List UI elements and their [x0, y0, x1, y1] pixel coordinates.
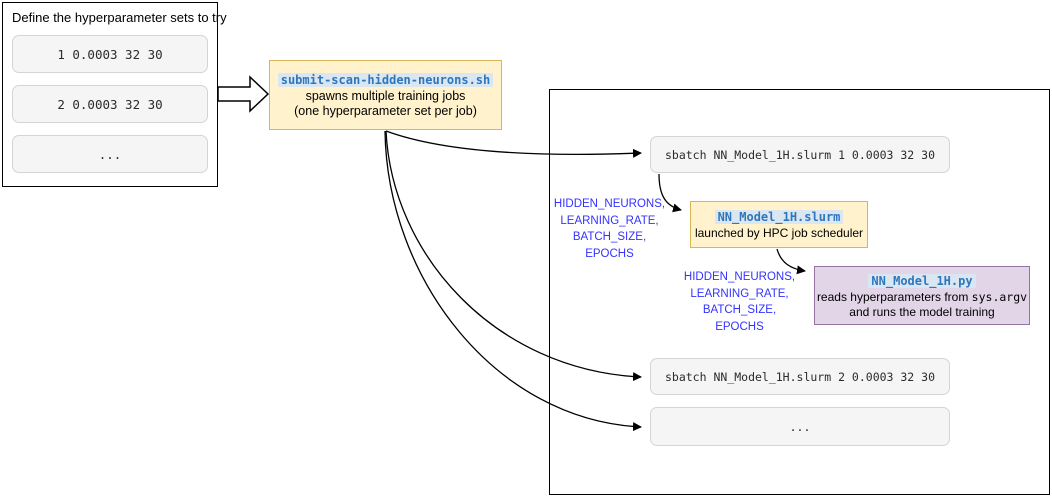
- python-script-description-line2: and runs the model training: [849, 304, 995, 319]
- hyperparameter-set-more: ...: [12, 135, 208, 173]
- param-label-2-line1: HIDDEN_NEURONS,: [683, 271, 796, 283]
- python-script-node: NN_Model_1H.py reads hyperparameters fro…: [814, 266, 1030, 325]
- sbatch-command-more: ...: [650, 407, 950, 446]
- hyperparameter-set-1: 1 0.0003 32 30: [12, 35, 208, 73]
- flow-block-arrow: [217, 75, 270, 113]
- param-label-1-line3: BATCH_SIZE,: [572, 231, 647, 243]
- param-label-1-line4: EPOCHS: [585, 247, 634, 260]
- sbatch-command-1: sbatch NN_Model_1H.slurm 1 0.0003 32 30: [650, 136, 950, 173]
- python-script-filename: NN_Model_1H.py: [868, 272, 976, 290]
- python-script-description-line1: reads hyperparameters from sys.argv: [817, 290, 1027, 305]
- param-label-2-line2: LEARNING_RATE,: [690, 287, 789, 300]
- slurm-script-node: NN_Model_1H.slurm launched by HPC job sc…: [690, 201, 868, 248]
- hyperparameter-set-2: 2 0.0003 32 30: [12, 85, 208, 123]
- param-label-1-line1: HIDDEN_NEURONS,: [553, 198, 666, 210]
- submit-script-node: submit-scan-hidden-neurons.sh spawns mul…: [269, 60, 502, 130]
- slurm-script-filename: NN_Model_1H.slurm: [714, 208, 844, 226]
- sbatch-command-2: sbatch NN_Model_1H.slurm 2 0.0003 32 30: [650, 358, 950, 395]
- python-script-filename-code: NN_Model_1H.py: [868, 273, 976, 288]
- param-label-2-line3: BATCH_SIZE,: [702, 304, 777, 316]
- param-label-block-1: HIDDEN_NEURONS, LEARNING_RATE, BATCH_SIZ…: [552, 196, 667, 262]
- submit-script-filename: submit-scan-hidden-neurons.sh: [277, 71, 494, 89]
- slurm-script-filename-code: NN_Model_1H.slurm: [714, 210, 844, 224]
- submit-script-description-line2: (one hyperparameter set per job): [294, 104, 477, 118]
- hyperparameter-panel: Define the hyperparameter sets to try 1 …: [2, 2, 227, 187]
- param-label-1-line2: LEARNING_RATE,: [560, 214, 659, 227]
- python-script-description-prefix: reads hyperparameters from: [816, 289, 972, 304]
- hyperparameter-panel-title: Define the hyperparameter sets to try: [12, 10, 227, 25]
- param-label-block-2: HIDDEN_NEURONS, LEARNING_RATE, BATCH_SIZ…: [682, 269, 797, 335]
- submit-script-description-line1: spawns multiple training jobs: [305, 89, 466, 103]
- submit-script-filename-code: submit-scan-hidden-neurons.sh: [277, 73, 494, 87]
- param-label-2-line4: EPOCHS: [715, 320, 764, 333]
- python-script-sysargv-code: sys.argv: [971, 289, 1028, 304]
- slurm-script-description: launched by HPC job scheduler: [694, 226, 864, 240]
